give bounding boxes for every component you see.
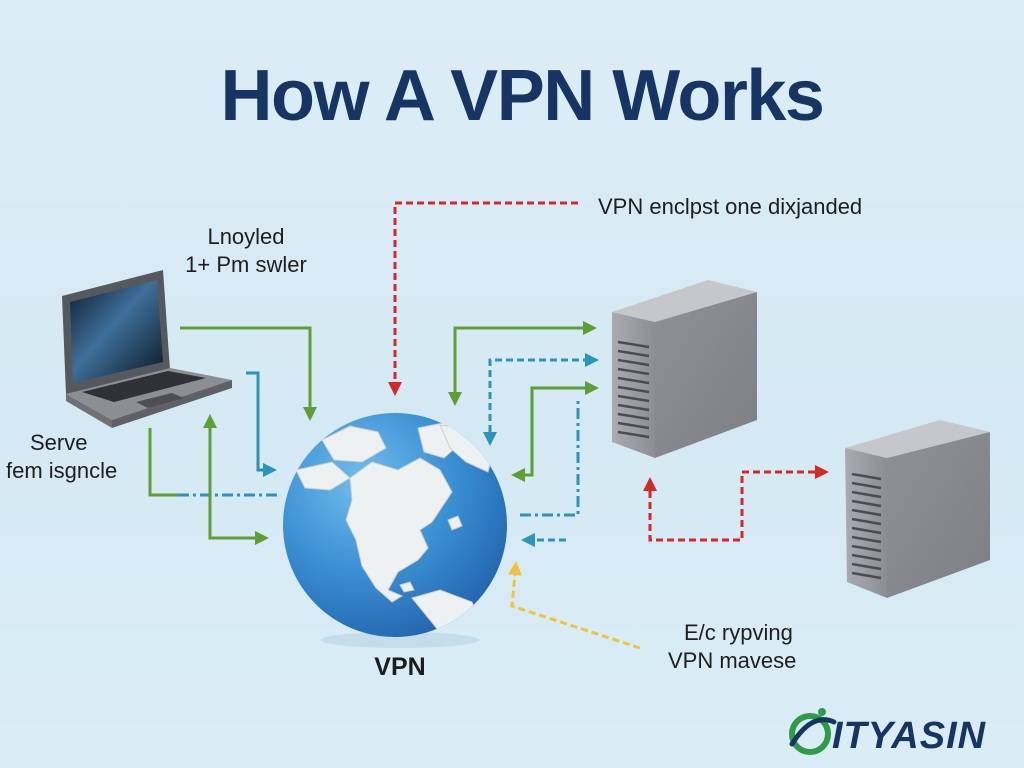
- arrow-green-laptop-globe: [180, 326, 317, 421]
- server-icon: [845, 420, 990, 598]
- label-globe: VPN: [374, 653, 425, 681]
- label-left-line2: fem isgncle: [6, 458, 117, 483]
- server-vents: [851, 472, 882, 580]
- globe-icon: [283, 413, 507, 648]
- logo: ITYASIN: [789, 708, 987, 757]
- label-laptop-line1: Lnoyled: [207, 224, 284, 249]
- server-icon: [612, 280, 757, 458]
- arrow-green-left-lower: [203, 414, 269, 545]
- arrow-teal-right-lower: [520, 400, 580, 517]
- page-title: How A VPN Works: [221, 56, 824, 136]
- arrow-green-left-bracket: [148, 428, 178, 497]
- label-laptop-line2: 1+ Pm swler: [185, 252, 307, 277]
- arrow-red-servers: [643, 465, 829, 542]
- continent-north-west: [321, 425, 387, 463]
- label-top-right: VPN enclpst one dixjanded: [598, 194, 862, 219]
- continent-islands: [399, 515, 463, 593]
- arrow-yellow: [507, 561, 641, 650]
- arrow-teal-left: [246, 371, 277, 477]
- arrow-teal-globe-server: [483, 353, 599, 446]
- laptop-icon: [62, 270, 232, 428]
- server-vents: [617, 340, 650, 439]
- label-left-line1: Serve: [30, 430, 87, 455]
- laptop-keyboard: [82, 371, 206, 402]
- laptop-touchpad: [136, 393, 184, 408]
- continent-north-america: [345, 457, 453, 603]
- arrow-red-top: [388, 201, 578, 396]
- continent-alaska: [295, 461, 351, 491]
- globe-swoosh-icon: [789, 708, 837, 755]
- label-bottom-right-line1: E/c rypving: [684, 620, 793, 645]
- arrows: [148, 201, 829, 650]
- laptop-screen: [70, 280, 163, 383]
- label-bottom-right-line2: VPN mavese: [668, 648, 796, 673]
- arrow-green-globe-server-mid: [511, 381, 599, 482]
- arrow-green-globe-server-top: [448, 321, 597, 406]
- logo-text: ITYASIN: [832, 715, 987, 757]
